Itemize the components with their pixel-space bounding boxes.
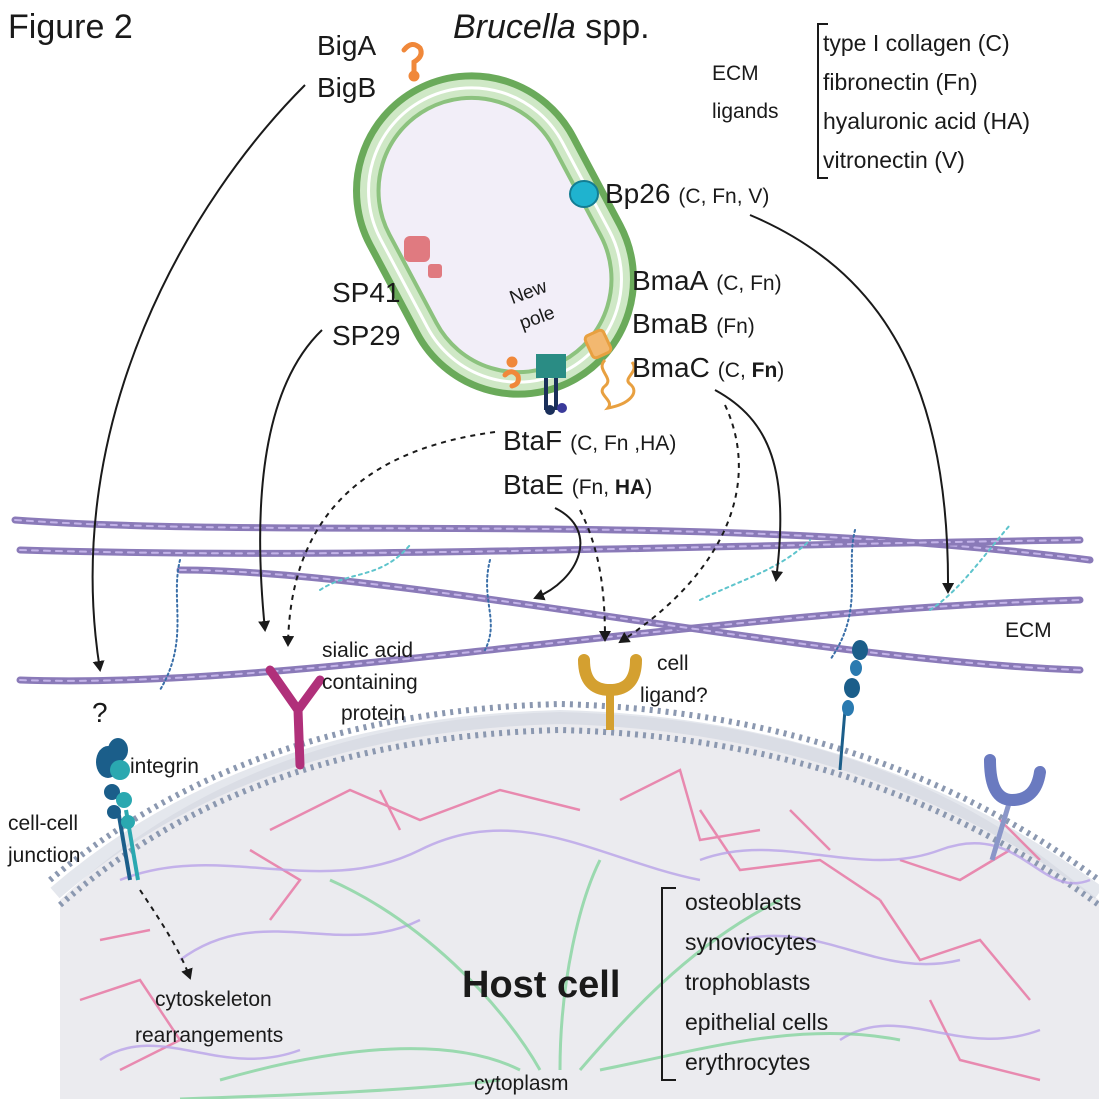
sialic-acid-protein: [265, 665, 325, 770]
dashed-arrows: [139, 404, 740, 980]
sp29-label: SP29: [332, 320, 401, 351]
arrow-btaf-to-sialic: [282, 431, 496, 647]
cell-type-item: osteoblasts: [685, 889, 801, 915]
actin-filaments: [79, 768, 1041, 1082]
btaF-label: BtaF(C, Fn ,HA): [503, 425, 676, 456]
cell-ligand-label-line2: ligand?: [640, 684, 708, 707]
ecm-ligand-item: type I collagen (C): [823, 30, 1010, 56]
cell-ligand-label-line1: cell: [657, 652, 689, 675]
brucella-cell: [353, 72, 637, 398]
cytoskeleton-label-line2: rearrangements: [135, 1024, 283, 1047]
arrow-bp26-to-ecm: [749, 214, 955, 594]
bmaC-label: BmaC(C, Fn): [632, 352, 784, 383]
bp26-protein: [569, 180, 599, 208]
membrane-outer: [48, 700, 1099, 883]
cell-junction-label-line2: junction: [7, 844, 80, 867]
sp41-sp29-adhesin: [404, 236, 442, 278]
ecm-label: ECM: [1005, 619, 1052, 642]
bma-autotransporter: [583, 328, 636, 411]
cell-types-bracket: [661, 887, 676, 1081]
host-cell: [48, 700, 1099, 1099]
ecm-ligand-item: fibronectin (Fn): [823, 69, 978, 95]
fibronectin-receptor: [838, 640, 868, 771]
integrin-receptor: [96, 738, 140, 881]
title-suffix: spp.: [576, 8, 650, 46]
intermediate-filaments: [99, 829, 1091, 1062]
cell-junction-label-line1: cell-cell: [8, 812, 78, 835]
title-genus: Brucella: [453, 8, 576, 46]
interaction-arrows: [91, 84, 955, 672]
cell-ligand-receptor: [578, 654, 642, 730]
host-cell-title: Host cell: [462, 964, 620, 1006]
ecm-ligands-bracket: [817, 23, 828, 179]
sialic-label-line3: protein: [341, 702, 405, 725]
bigB-label: BigB: [317, 72, 376, 103]
integrin-label: integrin: [130, 755, 199, 778]
ecm-fibers: [11, 516, 1094, 691]
ecm-ligands-label-line2: ligands: [712, 100, 779, 123]
cytoskeleton-label-line1: cytoskeleton: [155, 988, 272, 1011]
bmaB-label: BmaB(Fn): [632, 308, 755, 339]
arrow-bmac-to-ecm: [714, 389, 784, 582]
ecm-ligand-item: vitronectin (V): [823, 147, 965, 173]
cell-type-item: synoviocytes: [685, 929, 817, 955]
cell-type-item: erythrocytes: [685, 1049, 810, 1075]
arrow-bmac-to-ligand: [618, 404, 740, 644]
bigab-adhesin: [401, 42, 521, 389]
microtubules: [179, 859, 901, 1099]
btaE-label: BtaE(Fn, HA): [503, 469, 652, 500]
cell-type-item: trophoblasts: [685, 969, 810, 995]
arrow-btae-to-ligand: [579, 509, 611, 642]
cell-type-item: epithelial cells: [685, 1009, 828, 1035]
sp41-label: SP41: [332, 277, 401, 308]
bigA-label: BigA: [317, 30, 376, 61]
cytoplasm-label: cytoplasm: [474, 1072, 569, 1095]
bmaA-label: BmaA(C, Fn): [632, 265, 782, 296]
bp26-label: Bp26(C, Fn, V): [605, 178, 769, 209]
blue-receptor: [984, 754, 1046, 861]
bta-autotransporter: [536, 354, 567, 415]
arrow-integrin-to-cytoskeleton: [139, 889, 193, 980]
ecm-ligands-label-line1: ECM: [712, 62, 759, 85]
unknown-receptor-label: ?: [92, 697, 108, 728]
ecm-ligand-item: hyaluronic acid (HA): [823, 108, 1030, 134]
arrow-sp-to-sialic: [258, 329, 323, 632]
sialic-label-line2: containing: [322, 671, 418, 694]
arrow-btae-to-ecm: [533, 507, 582, 601]
figure-title: Brucella spp.: [453, 8, 650, 46]
figure-label: Figure 2: [8, 8, 133, 46]
sialic-label-line1: sialic acid: [322, 639, 413, 662]
arrow-big-to-unknown: [91, 84, 306, 672]
host-cell-body: [60, 712, 1099, 1099]
